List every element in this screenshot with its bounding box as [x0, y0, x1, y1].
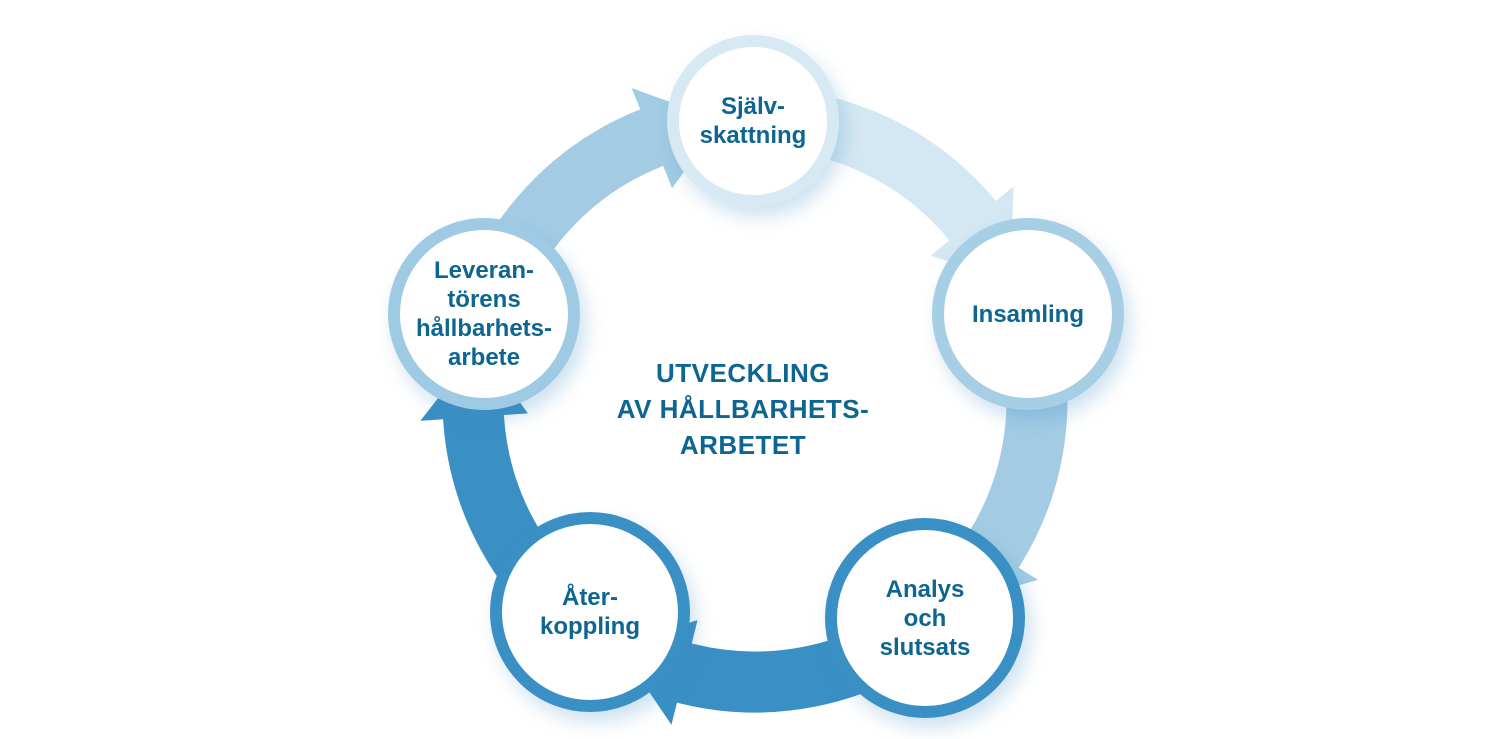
- step-feedback: Åter- koppling: [490, 512, 690, 712]
- step-label-line: Själv-: [720, 93, 786, 120]
- center-title-line: UTVECKLING: [656, 358, 830, 388]
- step-label-line: törens: [447, 286, 521, 313]
- step-label-line: koppling: [540, 613, 640, 640]
- step-label-line: Analys: [885, 575, 965, 603]
- step-collection: Insamling: [932, 218, 1124, 410]
- step-self-assessment: Själv- skattning: [667, 35, 839, 207]
- center-title-line: ARBETET: [679, 430, 807, 460]
- step-label-line: Leveran-: [433, 257, 535, 284]
- center-title-line: AV HÅLLBARHETS-: [616, 394, 870, 424]
- step-label-line: skattning: [699, 122, 807, 149]
- step-supplier-sustainability-work: Leveran- törens hållbarhets- arbete: [388, 218, 580, 410]
- step-label-line: slutsats: [879, 633, 971, 661]
- step-label-line: och: [903, 604, 947, 632]
- step-label-line: Insamling: [971, 300, 1085, 328]
- center-title: UTVECKLING AV HÅLLBARHETS- ARBETET: [593, 355, 893, 463]
- step-analysis-conclusion: Analys och slutsats: [825, 518, 1025, 718]
- step-label-line: hållbarhets-: [415, 315, 553, 342]
- step-label-line: Åter-: [561, 584, 618, 611]
- step-label-line: arbete: [447, 344, 521, 371]
